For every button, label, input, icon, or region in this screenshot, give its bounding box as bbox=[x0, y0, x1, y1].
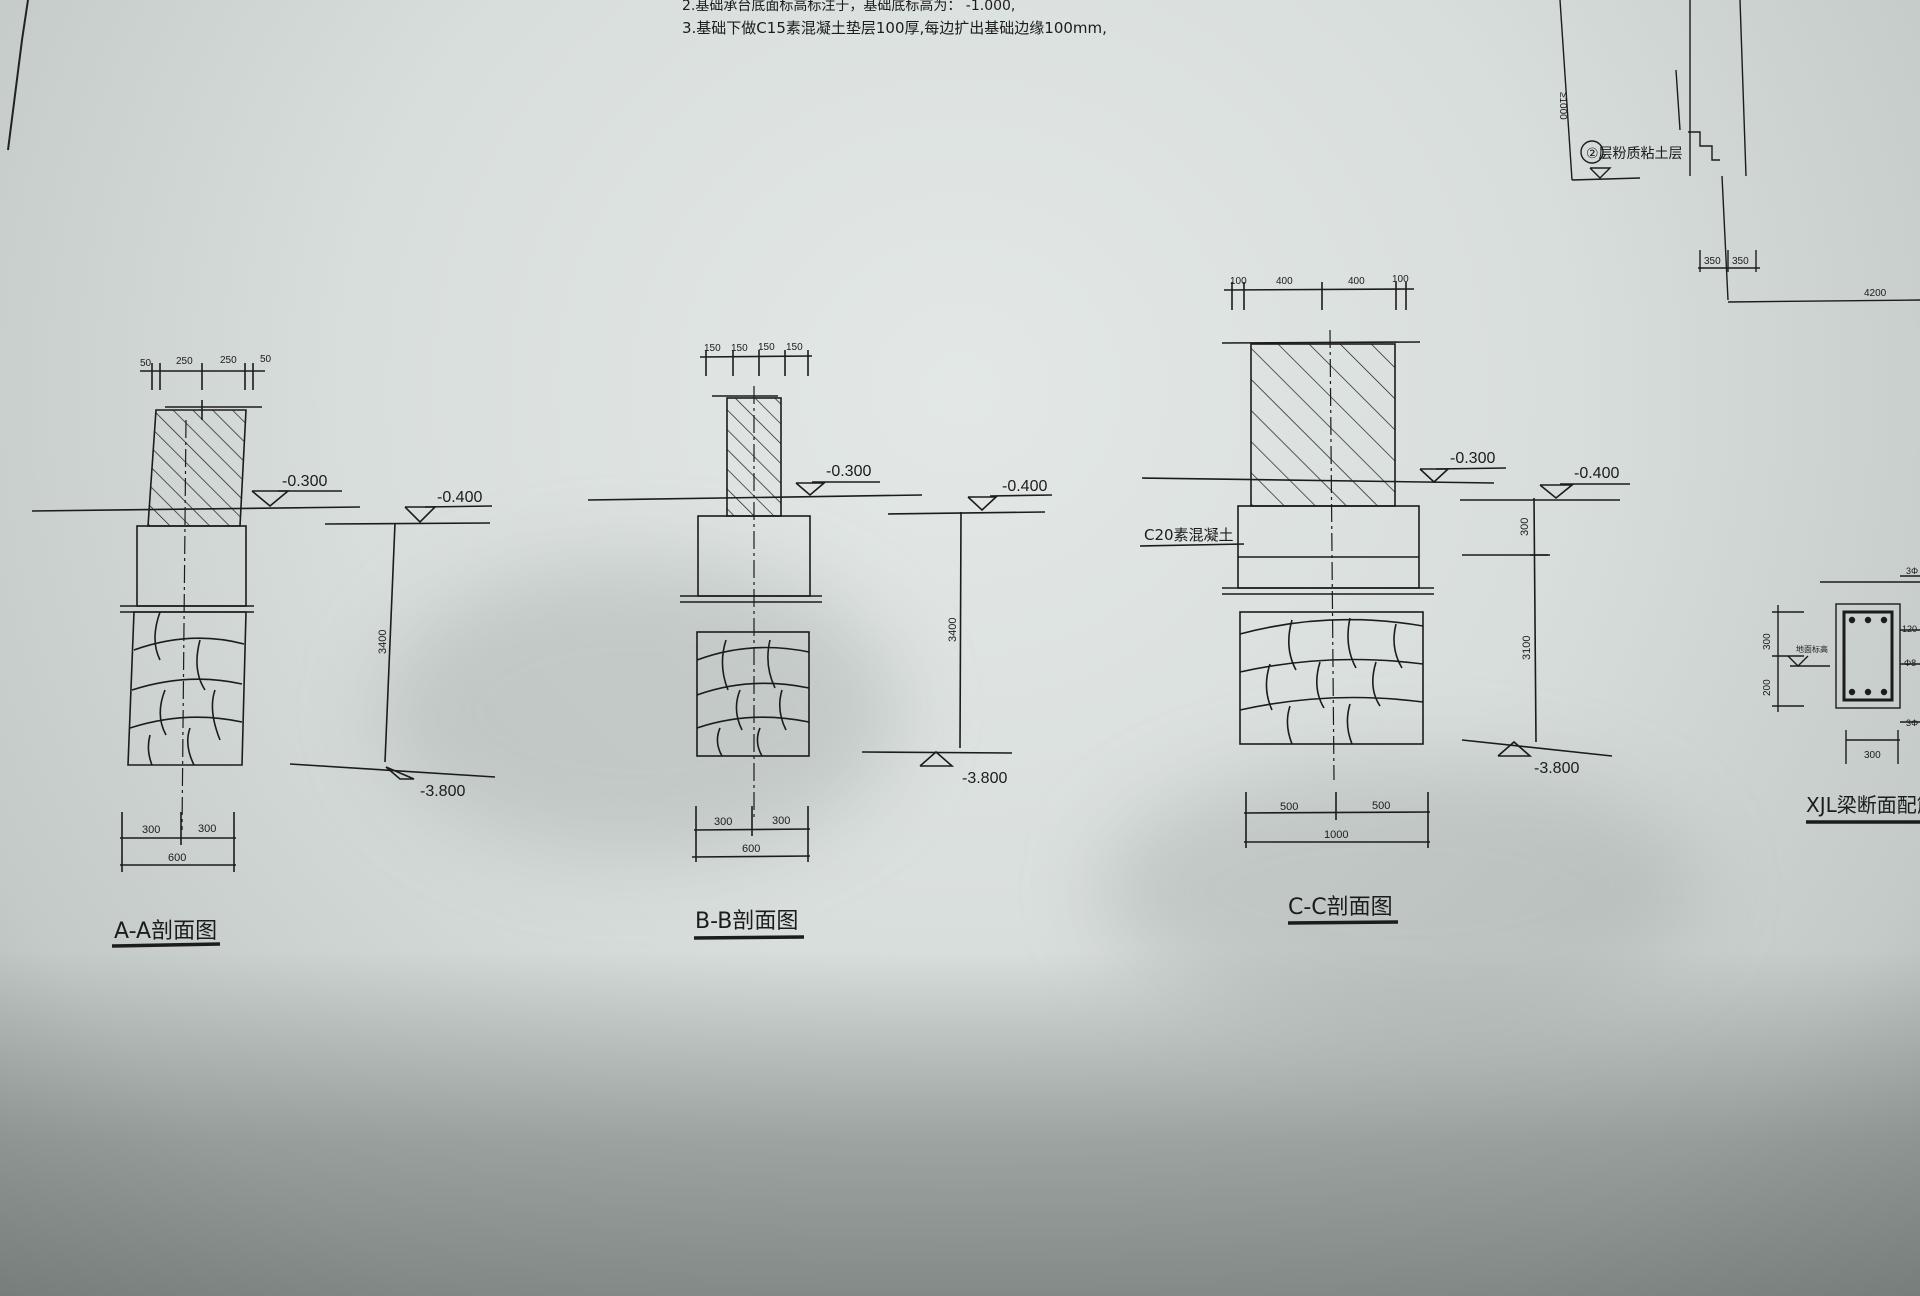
cc-top-dim-4: 100 bbox=[1392, 274, 1409, 285]
aa-title-underline bbox=[111, 942, 221, 948]
bb-top-dim-2: 150 bbox=[731, 343, 748, 354]
top-right-dim-1: 350 bbox=[1704, 256, 1721, 267]
cc-bottom-total: 1000 bbox=[1324, 829, 1348, 841]
aa-level-ground: -0.400 bbox=[437, 489, 482, 506]
sheet-border bbox=[7, 0, 29, 151]
bb-bottom-total: 600 bbox=[742, 843, 760, 855]
top-right-dim-2: 350 bbox=[1732, 256, 1749, 267]
aa-top-dim-3: 250 bbox=[220, 355, 237, 366]
depth-label: ≥1000 bbox=[1557, 92, 1568, 120]
cc-top-dim-3: 400 bbox=[1348, 276, 1365, 287]
cc-level-ground: -0.400 bbox=[1574, 465, 1619, 482]
section-bb-labels: 150 150 150 150 -0.300 -0.400 3400 -3.80… bbox=[693, 342, 1047, 940]
beam-rebar-top: 3Φ bbox=[1906, 566, 1918, 576]
beam-rebar-bottom: 3Φ bbox=[1906, 718, 1918, 728]
bb-bottom-dim-1: 300 bbox=[714, 816, 732, 828]
aa-top-dim-2: 250 bbox=[176, 356, 193, 367]
cc-height-upper: 300 bbox=[1519, 518, 1531, 536]
span-label: 4200 bbox=[1864, 288, 1887, 299]
aa-top-dim-1: 50 bbox=[140, 358, 152, 369]
beam-title: XJL梁断面配筋 bbox=[1806, 793, 1920, 817]
section-cc bbox=[1139, 282, 1630, 848]
cc-title: C-C剖面图 bbox=[1288, 895, 1393, 920]
beam-detail-labels: 300 200 地面标高 300 3Φ 120 Φ8 3Φ XJL梁断面配筋 bbox=[1762, 566, 1920, 824]
beam-rebar-spacing: 120 bbox=[1902, 624, 1917, 634]
beam-stirrup: Φ8 bbox=[1904, 658, 1916, 668]
aa-bottom-dim-2: 300 bbox=[198, 823, 216, 835]
cc-height-lower: 3100 bbox=[1521, 636, 1533, 660]
note-line-2: 2.基础承台底面标高标注于，基础底标高为： -1.000, bbox=[682, 0, 1015, 14]
section-aa-labels: 50 250 250 50 -0.300 -0.400 3400 -3.800 … bbox=[111, 354, 482, 948]
aa-bottom-dim-1: 300 bbox=[142, 824, 160, 836]
aa-height: 3400 bbox=[377, 630, 389, 654]
cc-material-label: C20素混凝土 bbox=[1144, 526, 1234, 544]
beam-dim-200: 200 bbox=[1762, 679, 1773, 696]
cc-top-dim-2: 400 bbox=[1276, 276, 1293, 287]
soil-layer-label: ②层粉质粘土层 bbox=[1586, 146, 1683, 162]
bb-level-bottom: -3.800 bbox=[962, 770, 1007, 787]
bb-height: 3400 bbox=[947, 618, 959, 642]
cc-title-underline bbox=[1287, 920, 1399, 925]
aa-level-bottom: -3.800 bbox=[420, 783, 465, 800]
aa-top-dim-4: 50 bbox=[260, 354, 272, 365]
detail-top-right bbox=[1559, 0, 1920, 303]
cc-bottom-dim-2: 500 bbox=[1372, 800, 1390, 812]
beam-dim-300: 300 bbox=[1762, 633, 1773, 650]
bb-title: B-B剖面图 bbox=[695, 909, 798, 934]
bb-top-dim-4: 150 bbox=[786, 342, 803, 353]
aa-title: A-A剖面图 bbox=[114, 919, 217, 944]
beam-width: 300 bbox=[1864, 750, 1881, 761]
beam-ground-level-label: 地面标高 bbox=[1796, 644, 1828, 654]
bb-level-floor: -0.300 bbox=[826, 463, 871, 480]
bb-title-underline bbox=[693, 935, 805, 940]
cc-top-dim-1: 100 bbox=[1230, 276, 1247, 287]
section-aa bbox=[31, 363, 496, 872]
section-bb bbox=[587, 350, 1053, 862]
aa-bottom-total: 600 bbox=[168, 852, 186, 864]
cc-level-bottom: -3.800 bbox=[1534, 760, 1579, 777]
cc-bottom-dim-1: 500 bbox=[1280, 801, 1298, 813]
bb-bottom-dim-2: 300 bbox=[772, 815, 790, 827]
cc-level-floor: -0.300 bbox=[1450, 450, 1495, 467]
bb-top-dim-1: 150 bbox=[704, 343, 721, 354]
bb-top-dim-3: 150 bbox=[758, 342, 775, 353]
bb-level-ground: -0.400 bbox=[1002, 478, 1047, 495]
aa-level-floor: -0.300 bbox=[282, 473, 327, 490]
detail-top-right-labels: ≥1000 ②层粉质粘土层 350 350 4200 bbox=[1557, 92, 1887, 299]
note-line-3: 3.基础下做C15素混凝土垫层100厚,每边扩出基础边缘100mm, bbox=[682, 19, 1107, 37]
beam-detail bbox=[1772, 575, 1920, 764]
section-cc-labels: 100 400 400 100 -0.300 -0.400 C20素混凝土 30… bbox=[1144, 274, 1619, 925]
